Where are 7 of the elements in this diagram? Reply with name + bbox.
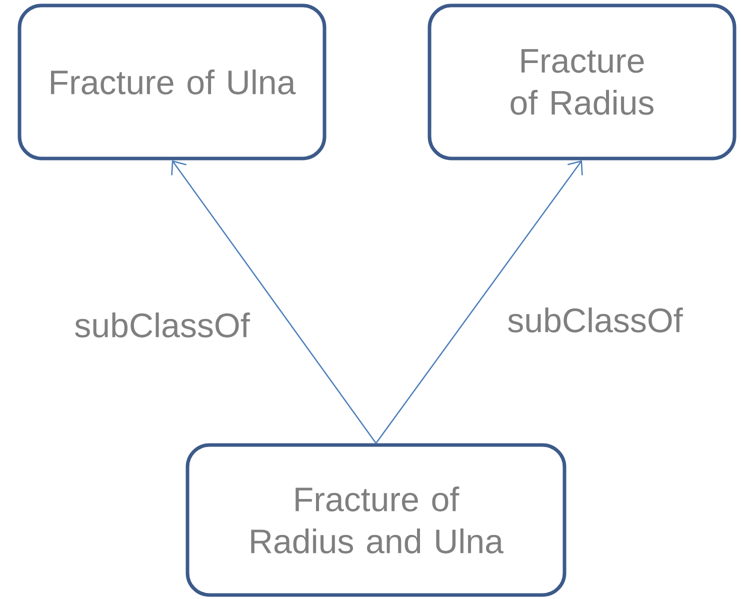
- edge-label: subClassOf: [508, 308, 683, 332]
- arrow: [171, 160, 377, 444]
- class-box: Fracture of Radius and Ulna: [186, 443, 566, 597]
- class-box: Fracture of Ulna: [18, 4, 326, 160]
- class-box: Fracture of Radius: [428, 4, 736, 160]
- edge-label: subClassOf: [75, 312, 250, 338]
- arrow: [375, 160, 583, 444]
